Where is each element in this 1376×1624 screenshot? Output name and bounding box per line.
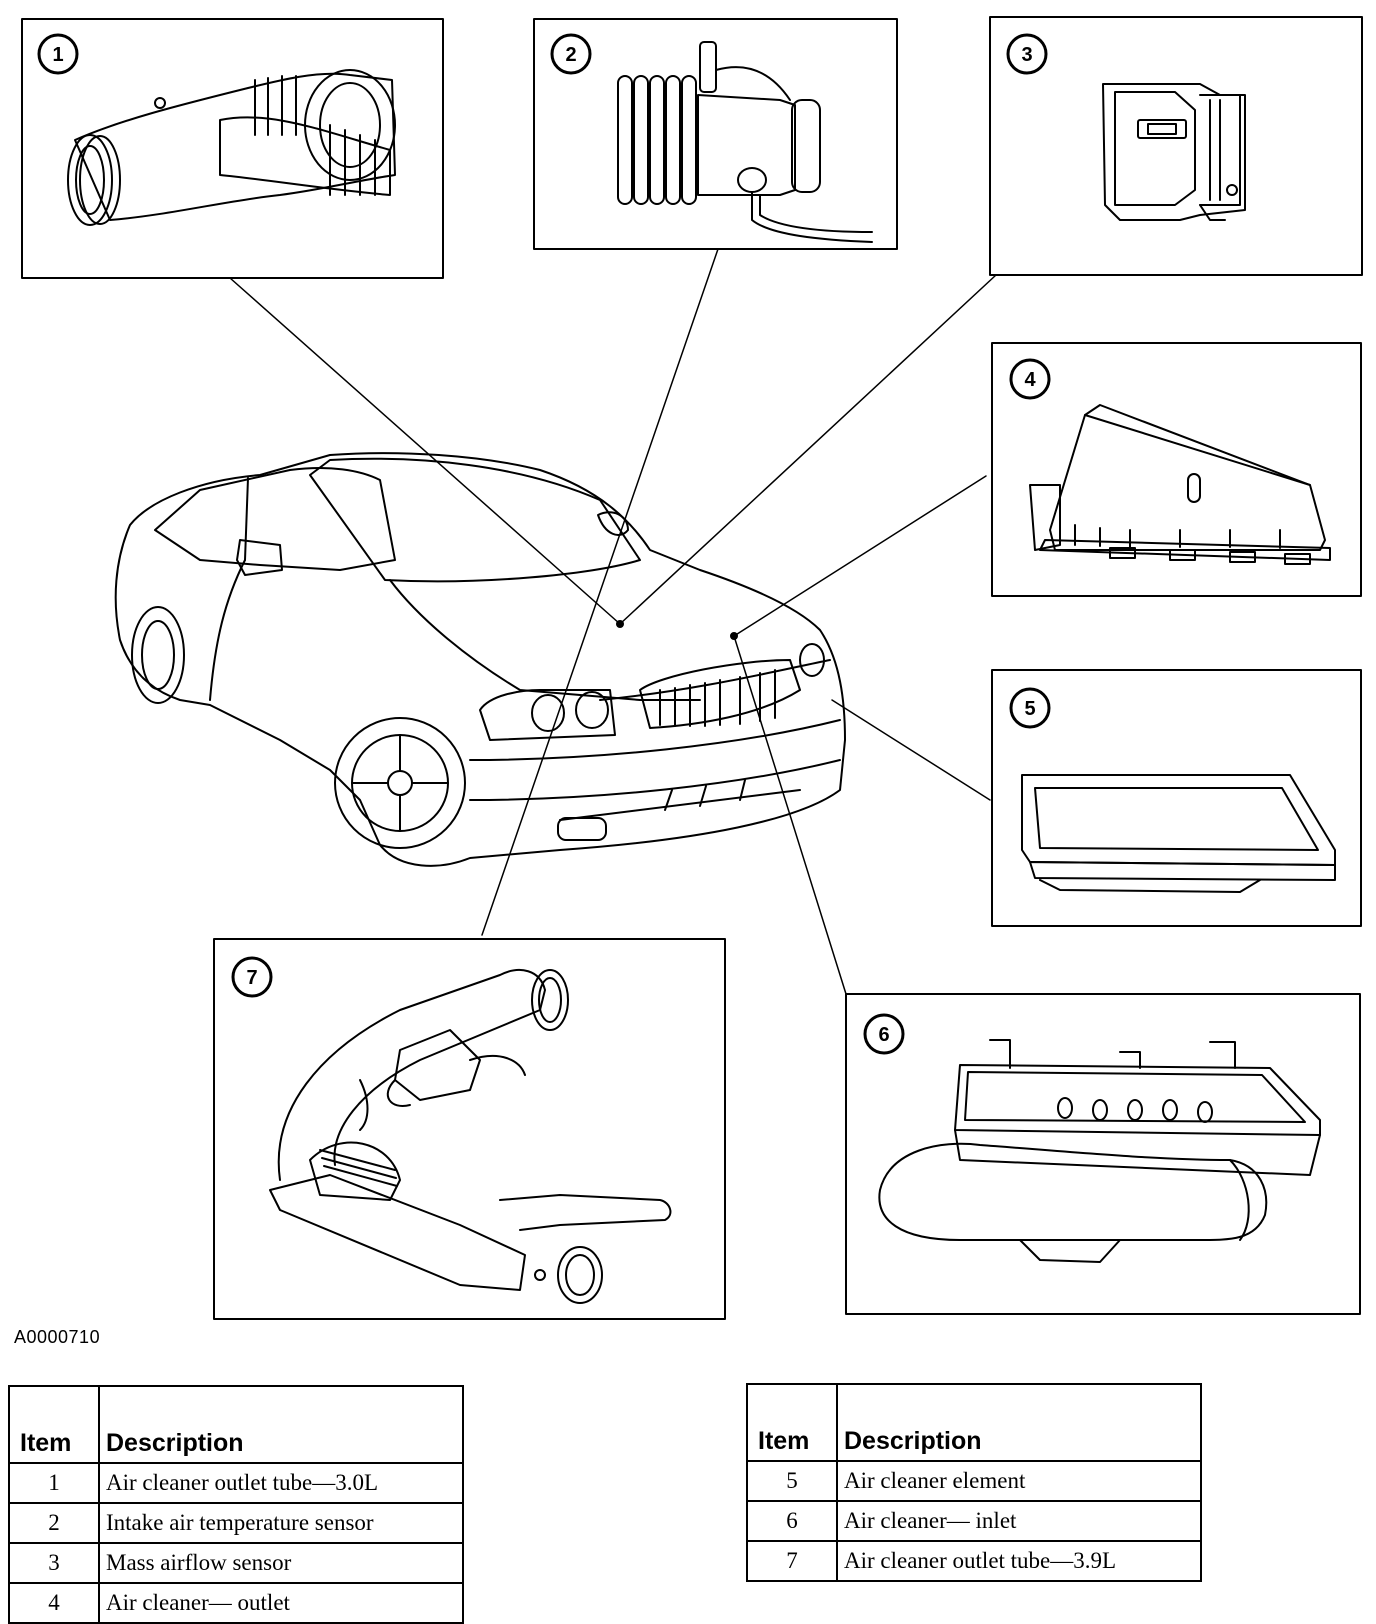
callout-4 <box>1009 358 1051 400</box>
figure-id: A0000710 <box>14 1327 101 1347</box>
leader-dot <box>616 620 624 628</box>
callout-number-2: 2 <box>565 44 576 66</box>
callout-number-6: 6 <box>878 1024 889 1046</box>
panel-2 <box>533 18 898 250</box>
callout-number-1: 1 <box>52 44 63 66</box>
table-row: 1 Air cleaner outlet tube—3.0L <box>8 1462 464 1504</box>
callout-1 <box>37 33 79 75</box>
callout-2 <box>550 33 592 75</box>
item-description: Air cleaner outlet tube—3.9L <box>836 1540 1202 1582</box>
item-number: 1 <box>8 1462 100 1504</box>
item-description: Air cleaner element <box>836 1460 1202 1502</box>
panel-1 <box>21 18 444 279</box>
item-number: 5 <box>746 1460 838 1502</box>
item-description: Mass airflow sensor <box>98 1542 464 1584</box>
panel-5 <box>991 669 1362 927</box>
item-description: Air cleaner— outlet <box>98 1582 464 1624</box>
callout-number-4: 4 <box>1024 369 1036 391</box>
item-number: 3 <box>8 1542 100 1584</box>
table-row: 7 Air cleaner outlet tube—3.9L <box>746 1540 1202 1582</box>
panel-7 <box>213 938 726 1320</box>
legend-table-right: Item Description 5 Air cleaner element 6… <box>746 1383 1202 1582</box>
table-row: 4 Air cleaner— outlet <box>8 1582 464 1624</box>
leader-dot <box>730 632 738 640</box>
item-number: 2 <box>8 1502 100 1544</box>
column-header-item: Item <box>8 1385 100 1464</box>
legend-header-row: Item Description <box>746 1383 1202 1462</box>
callout-5 <box>1009 687 1051 729</box>
column-header-description: Description <box>836 1383 1202 1462</box>
panel-4 <box>991 342 1362 597</box>
table-row: 2 Intake air temperature sensor <box>8 1502 464 1544</box>
table-row: 6 Air cleaner— inlet <box>746 1500 1202 1542</box>
item-number: 6 <box>746 1500 838 1542</box>
item-description: Intake air temperature sensor <box>98 1502 464 1544</box>
callout-number-3: 3 <box>1021 44 1032 66</box>
item-description: Air cleaner— inlet <box>836 1500 1202 1542</box>
item-description: Air cleaner outlet tube—3.0L <box>98 1462 464 1504</box>
item-number: 4 <box>8 1582 100 1624</box>
callout-6 <box>863 1013 905 1055</box>
leader-lines <box>229 248 997 995</box>
legend-table-left: Item Description 1 Air cleaner outlet tu… <box>8 1385 464 1624</box>
panel-6 <box>845 993 1361 1315</box>
legend-header-row: Item Description <box>8 1385 464 1464</box>
panel-3 <box>989 16 1363 276</box>
callout-number-7: 7 <box>246 967 257 989</box>
column-header-description: Description <box>98 1385 464 1464</box>
callout-7 <box>231 956 273 998</box>
item-number: 7 <box>746 1540 838 1582</box>
table-row: 3 Mass airflow sensor <box>8 1542 464 1584</box>
callout-3 <box>1006 33 1048 75</box>
car-illustration <box>114 452 846 867</box>
table-row: 5 Air cleaner element <box>746 1460 1202 1502</box>
column-header-item: Item <box>746 1383 838 1462</box>
callout-number-5: 5 <box>1024 698 1035 720</box>
